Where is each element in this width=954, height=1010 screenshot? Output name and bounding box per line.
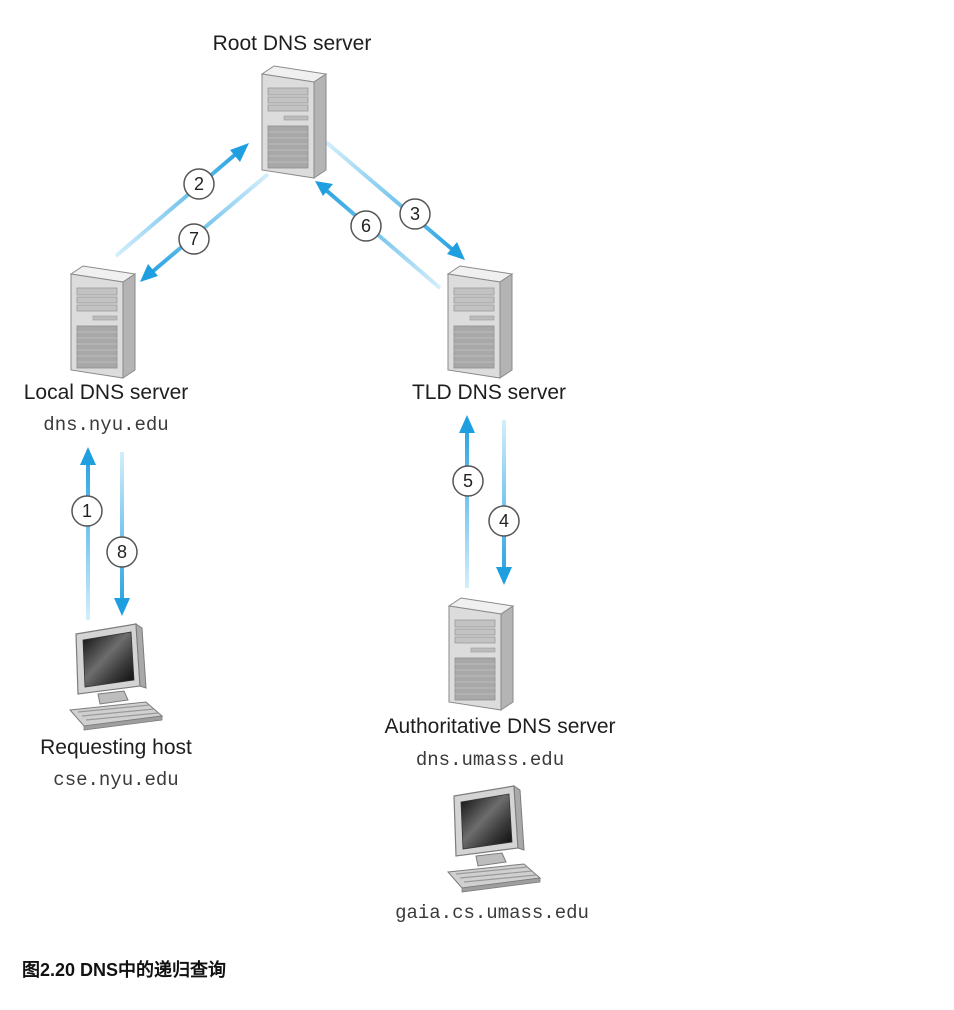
local-server-icon [70, 265, 136, 379]
svg-text:3: 3 [410, 204, 420, 224]
requesting-host-hostname: cse.nyu.edu [53, 769, 179, 791]
arrow-step-5 [459, 415, 475, 588]
requesting-host-label: Requesting host [40, 736, 192, 759]
arrow-step-8 [114, 452, 130, 616]
svg-text:5: 5 [463, 471, 473, 491]
authoritative-server-hostname: dns.umass.edu [415, 749, 565, 771]
requesting-host-computer-icon [69, 623, 163, 731]
svg-text:8: 8 [117, 542, 127, 562]
svg-text:1: 1 [82, 501, 92, 521]
arrow-step-6 [315, 181, 442, 290]
arrow-step-7 [140, 172, 270, 282]
step-badge-2: 2 [183, 168, 215, 200]
authoritative-server-icon [448, 597, 514, 711]
step-badge-7: 7 [178, 223, 210, 255]
step-badge-5: 5 [452, 465, 484, 497]
step-badge-3: 3 [399, 198, 431, 230]
step-badge-8: 8 [106, 536, 138, 568]
svg-text:6: 6 [361, 216, 371, 236]
arrow-step-4 [496, 420, 512, 585]
step-badge-4: 4 [488, 505, 520, 537]
svg-text:7: 7 [189, 229, 199, 249]
root-server-icon [261, 65, 327, 179]
root-server-label: Root DNS server [212, 32, 372, 55]
target-host-computer-icon [447, 785, 541, 893]
svg-text:2: 2 [194, 174, 204, 194]
step-badge-6: 6 [350, 210, 382, 242]
svg-text:4: 4 [499, 511, 509, 531]
step-badge-1: 1 [71, 495, 103, 527]
local-server-label: Local DNS server [23, 381, 189, 404]
arrow-step-3 [324, 140, 465, 260]
authoritative-server-label: Authoritative DNS server [384, 715, 616, 738]
local-server-hostname: dns.nyu.edu [43, 414, 169, 436]
target-host-hostname: gaia.cs.umass.edu [395, 902, 589, 924]
arrow-step-2 [114, 143, 249, 258]
tld-server-label: TLD DNS server [411, 381, 567, 404]
figure-caption: 图2.20 DNS中的递归查询 [22, 960, 227, 980]
tld-server-icon [447, 265, 513, 379]
arrow-step-1 [80, 447, 96, 620]
